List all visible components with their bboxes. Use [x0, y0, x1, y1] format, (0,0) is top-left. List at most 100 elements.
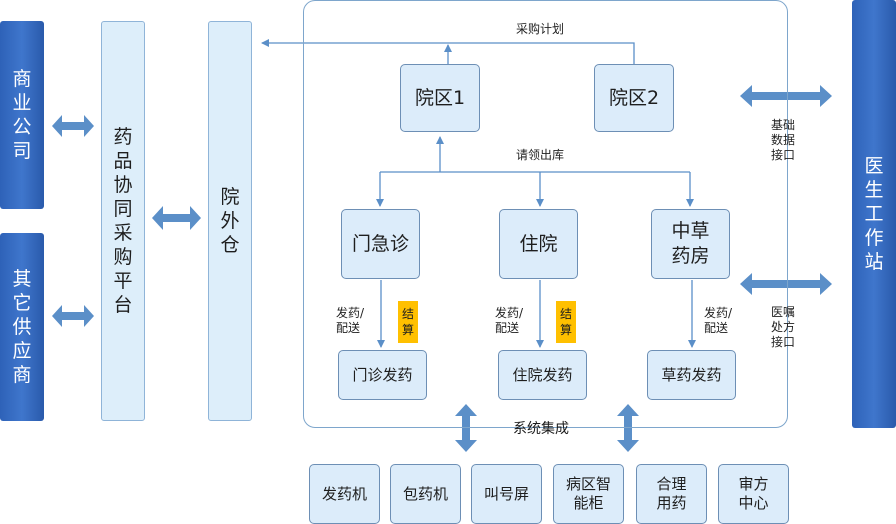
- other-supplier-block: 其 它 供 应 商: [0, 233, 44, 421]
- device-label: 发药机: [321, 484, 367, 503]
- commercial-char: 公: [12, 116, 32, 138]
- outpatient-label: 门急诊: [351, 232, 409, 255]
- platform-warehouse-double-arrow: [152, 206, 201, 230]
- device-label: 用药: [656, 494, 687, 512]
- other-char: 供: [12, 316, 32, 338]
- commercial-char: 司: [12, 140, 32, 162]
- doctor-workstation-block: 医 生 工 作 站: [852, 0, 896, 428]
- workstation-char: 站: [864, 251, 884, 273]
- other-char: 它: [12, 292, 32, 314]
- device-label: 合理: [656, 475, 687, 493]
- herbal-dispense-label: 草药发药: [661, 365, 722, 384]
- platform-char: 采: [113, 222, 133, 244]
- inpatient-dispense-caption: 发药/ 配送: [495, 306, 531, 336]
- herbal-room-line: 药房: [671, 245, 710, 267]
- settle-char: 算: [401, 323, 414, 337]
- other-supplier-double-arrow: [52, 305, 94, 327]
- settle-char: 算: [559, 323, 572, 337]
- herbal-room-line: 中草: [671, 220, 710, 242]
- device-label: 包药机: [402, 484, 448, 503]
- device-label: 叫号屏: [483, 484, 529, 503]
- interface-line: 处方: [771, 320, 796, 334]
- device-packaging-machine: 包药机: [390, 464, 461, 524]
- zone2-label: 院区2: [608, 86, 660, 109]
- outpatient-node: 门急诊: [341, 209, 420, 279]
- platform-char: 协: [113, 174, 133, 196]
- prescription-interface-caption: 医嘱 处方 接口: [771, 305, 801, 350]
- commercial-company-block: 商 业 公 司: [0, 21, 44, 209]
- platform-char: 平: [113, 270, 133, 292]
- inpatient-dispense-node: 住院发药: [498, 350, 587, 400]
- interface-line: 基础: [771, 118, 796, 132]
- workstation-char: 工: [864, 203, 884, 225]
- workstation-char: 作: [864, 227, 884, 249]
- dispense-line: 发药/: [704, 306, 733, 320]
- inpatient-node: 住院: [499, 209, 578, 279]
- offsite-warehouse: 院 外 仓: [208, 21, 252, 421]
- herbal-room-node: 中草 药房: [651, 209, 730, 279]
- zone2-node: 院区2: [594, 64, 674, 132]
- device-label: 病区智: [565, 475, 611, 493]
- platform-char: 药: [113, 126, 133, 148]
- outpatient-dispense-caption: 发药/ 配送: [336, 306, 372, 336]
- zone1-label: 院区1: [414, 86, 466, 109]
- interface-line: 接口: [771, 148, 796, 162]
- basic-data-double-arrow: [740, 85, 832, 107]
- herbal-dispense-node: 草药发药: [647, 350, 736, 400]
- other-char: 应: [12, 340, 32, 362]
- hospital-panel: [303, 0, 788, 428]
- outpatient-dispense-node: 门诊发药: [338, 350, 427, 400]
- device-call-screen: 叫号屏: [471, 464, 542, 524]
- device-label: 审方: [738, 475, 769, 493]
- device-smart-cabinet: 病区智 能柜: [553, 464, 624, 524]
- settle-char: 结: [559, 307, 572, 321]
- dispense-line: 发药/: [336, 306, 365, 320]
- inpatient-dispense-label: 住院发药: [512, 365, 573, 384]
- procurement-platform: 药 品 协 同 采 购 平 台: [101, 21, 145, 421]
- integration-double-arrow-left: [455, 404, 477, 452]
- requisition-connector: [376, 136, 694, 207]
- requisition-label: 请领出库: [515, 148, 564, 162]
- warehouse-char: 外: [220, 210, 240, 232]
- dispense-connector: [377, 280, 696, 348]
- device-prescription-review: 审方 中心: [718, 464, 789, 524]
- purchase-plan-connector: [261, 39, 635, 64]
- platform-char: 台: [113, 294, 133, 316]
- device-label: 中心: [738, 494, 769, 512]
- dispense-line: 发药/: [495, 306, 524, 320]
- device-rational-drug-use: 合理 用药: [636, 464, 707, 524]
- commercial-char: 商: [12, 68, 32, 90]
- dispense-line: 配送: [704, 321, 729, 335]
- other-char: 商: [12, 364, 32, 386]
- system-integration-label: 系统集成: [513, 421, 569, 437]
- settle-char: 结: [401, 307, 414, 321]
- platform-char: 购: [113, 246, 133, 268]
- purchase-plan-label: 采购计划: [515, 22, 564, 36]
- interface-line: 数据: [771, 133, 796, 147]
- dispense-line: 配送: [495, 321, 520, 335]
- integration-double-arrow-right: [617, 404, 639, 452]
- warehouse-char: 院: [220, 186, 240, 208]
- outpatient-settle-tag: 结 算: [398, 301, 418, 343]
- platform-char: 品: [113, 150, 133, 172]
- workstation-char: 生: [864, 179, 884, 201]
- other-char: 其: [12, 268, 32, 290]
- inpatient-label: 住院: [519, 232, 558, 255]
- device-dispensing-machine: 发药机: [309, 464, 380, 524]
- zone1-node: 院区1: [400, 64, 480, 132]
- workstation-char: 医: [864, 155, 884, 177]
- interface-line: 接口: [771, 335, 796, 349]
- basic-data-interface-caption: 基础 数据 接口: [771, 118, 801, 163]
- prescription-double-arrow: [740, 273, 832, 295]
- herbal-dispense-caption: 发药/ 配送: [704, 306, 740, 336]
- warehouse-char: 仓: [220, 234, 240, 256]
- dispense-line: 配送: [336, 321, 361, 335]
- inpatient-settle-tag: 结 算: [556, 301, 576, 343]
- commercial-char: 业: [12, 92, 32, 114]
- platform-char: 同: [113, 198, 133, 220]
- device-label: 能柜: [573, 494, 604, 512]
- commercial-double-arrow: [52, 115, 94, 137]
- interface-line: 医嘱: [771, 305, 796, 319]
- outpatient-dispense-label: 门诊发药: [352, 365, 413, 384]
